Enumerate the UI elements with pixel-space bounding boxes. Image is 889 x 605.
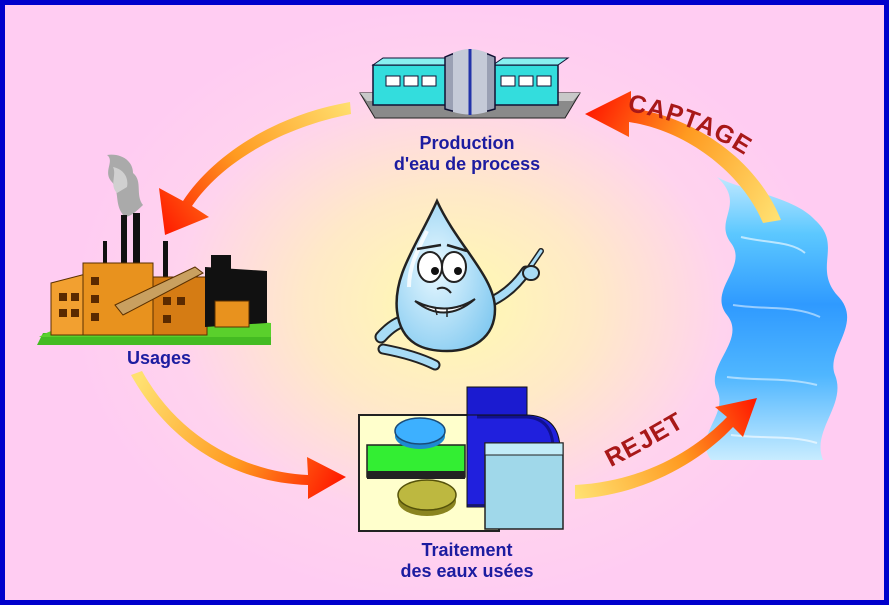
production-label: Production d'eau de process bbox=[367, 133, 567, 175]
traitement-label-line1: Traitement bbox=[421, 540, 513, 560]
usages-label: Usages bbox=[99, 348, 219, 369]
production-label-line1: Production bbox=[419, 133, 515, 153]
arrow-rejet bbox=[575, 398, 757, 499]
water-production-plant-icon bbox=[359, 49, 581, 119]
traitement-label-line2: des eaux usées bbox=[400, 561, 534, 581]
factory-icon bbox=[37, 154, 271, 345]
production-label-line2: d'eau de process bbox=[393, 154, 541, 174]
diagram-canvas: CAPTAGE REJET bbox=[37, 49, 848, 532]
wastewater-treatment-icon bbox=[358, 386, 564, 532]
arrow-usages-to-traitement bbox=[131, 371, 346, 499]
river-icon bbox=[705, 177, 848, 460]
water-drop-mascot-icon bbox=[374, 197, 544, 371]
arrow-captage bbox=[585, 91, 781, 223]
traitement-label: Traitement des eaux usées bbox=[367, 540, 567, 582]
usages-label-text: Usages bbox=[126, 348, 192, 368]
arrow-production-to-usages bbox=[159, 102, 351, 235]
